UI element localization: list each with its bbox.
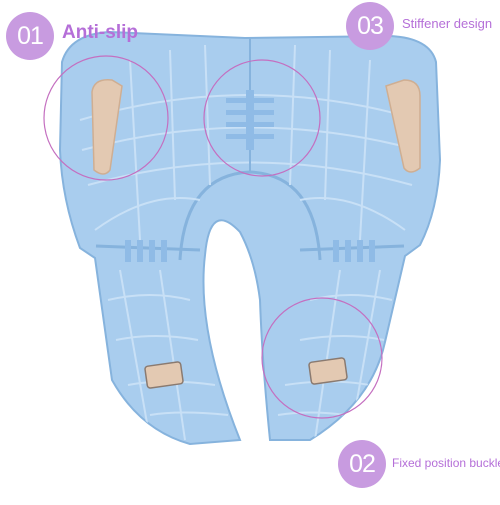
right-buckle — [308, 357, 348, 385]
stiffener-design-label: Stiffener design — [402, 16, 493, 31]
stiffener-highlight-ring — [203, 59, 321, 177]
callout-number-badge: 01 — [6, 12, 54, 60]
buckle-highlight-ring — [261, 297, 383, 419]
anti-slip-highlight-ring — [43, 55, 169, 181]
left-anti-slip-pad — [91, 79, 123, 175]
fixed-position-buckle-label: Fixed position buckle — [392, 456, 500, 470]
right-anti-slip-pad — [385, 79, 421, 173]
stiffener-teeth — [226, 90, 274, 150]
anti-slip-label: Anti-slip — [62, 22, 138, 43]
left-hinge — [125, 240, 167, 262]
seat-body — [58, 30, 442, 446]
right-hinge — [333, 240, 375, 262]
left-buckle — [144, 361, 184, 389]
callout-number-badge: 02 — [338, 440, 386, 488]
callout-number-badge: 03 — [346, 2, 394, 50]
